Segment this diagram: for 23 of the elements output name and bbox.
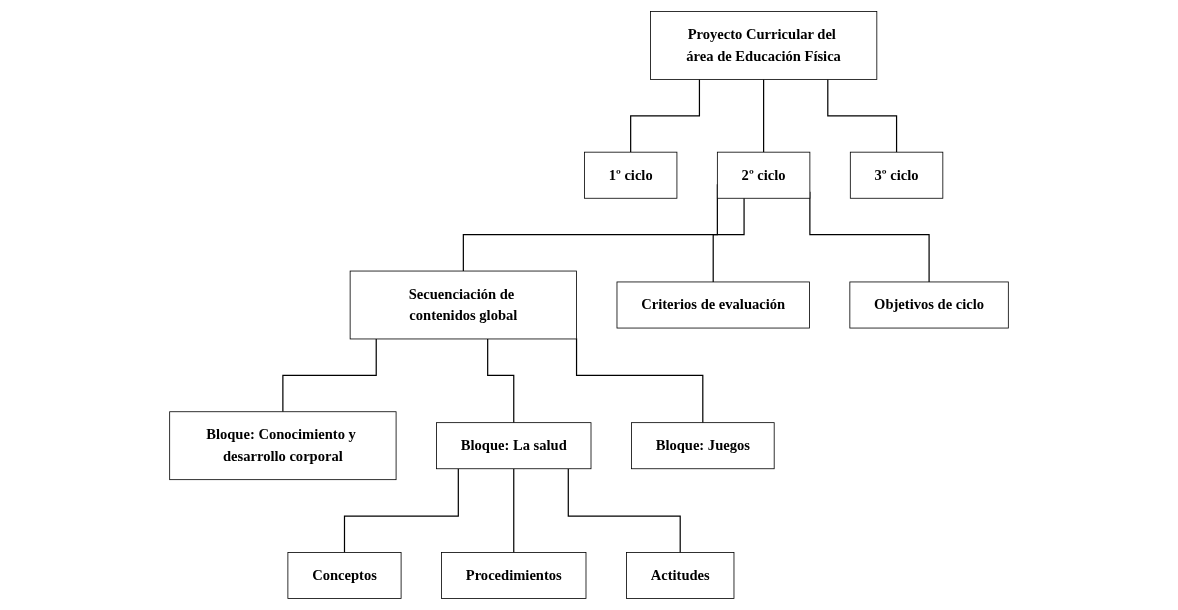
node-box: 2º ciclo — [716, 151, 811, 199]
node-box: Procedimientos — [441, 552, 587, 599]
connector — [567, 468, 681, 554]
connector — [513, 468, 515, 554]
node-box: 1º ciclo — [584, 151, 678, 199]
node-box: Actitudes — [626, 552, 735, 599]
connector — [630, 78, 701, 153]
node-box: 3º ciclo — [849, 151, 944, 199]
connector — [763, 78, 765, 153]
connector — [827, 78, 898, 153]
connector — [712, 197, 745, 283]
connector — [487, 338, 515, 424]
connector — [282, 338, 377, 413]
connector — [343, 468, 459, 554]
node-box: Bloque: La salud — [436, 422, 592, 470]
node-box: Secuenciación de contenidos global — [349, 270, 577, 340]
node-box: Conceptos — [287, 552, 402, 599]
node-box: Criterios de evaluación — [616, 281, 810, 329]
node-box: Objetivos de ciclo — [849, 281, 1009, 329]
node-box: Bloque: Juegos — [631, 422, 775, 470]
node-box: Bloque: Conocimiento y desarrollo corporal — [169, 411, 397, 481]
node-box: Proyecto Curricular del área de Educación Física — [650, 11, 878, 80]
connector — [575, 337, 704, 424]
